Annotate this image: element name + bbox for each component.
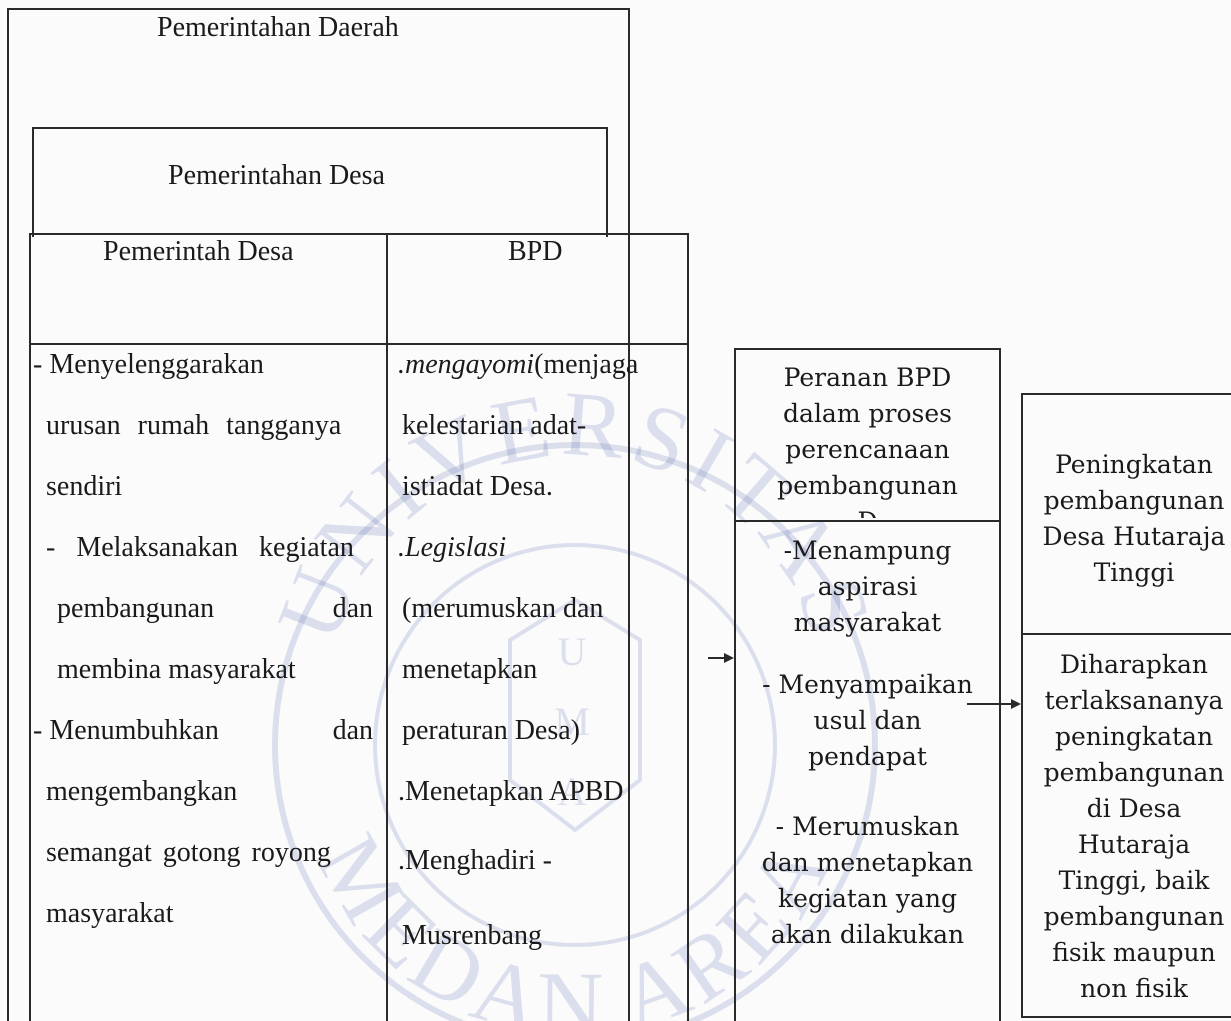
peranan-bpd-title: Peranan BPD dalam proses perencanaan pem… (777, 363, 958, 518)
duty-line: mengembangkan (46, 776, 238, 807)
bpd-line: peraturan Desa) (402, 715, 581, 746)
peranan-bpd-items: -Menampung aspirasi masyarakat - Menyamp… (736, 533, 999, 953)
bpd-line: .Menghadiri - (398, 845, 552, 876)
bpd-line: .Menetapkan APBD (398, 776, 624, 807)
pemerintah-desa-duties: - Menyelenggarakan urusan rumah tanggany… (31, 334, 373, 944)
bpd-line: (merumuskan dan (402, 593, 604, 624)
duty-line: sendiri (46, 471, 123, 502)
role-table (29, 233, 689, 1021)
bpd-line: Musrenbang (402, 920, 542, 951)
arrow-right-icon (967, 699, 1021, 709)
bpd-duties: .mengayomi(menjaga kelestarian adat- ist… (398, 334, 688, 966)
table-header-divider (29, 343, 689, 345)
header-bpd: BPD (508, 236, 563, 267)
peningkatan-body: Diharapkan terlaksananya peningkatan pem… (1043, 650, 1225, 1003)
pemerintahan-desa-box (32, 127, 608, 237)
duty-line: masyarakat (46, 898, 174, 929)
peningkatan-box (1021, 393, 1231, 1018)
duty-line: - Melaksanakan kegiatan (46, 532, 354, 563)
arrow-right-icon (708, 653, 734, 663)
peranan-item: - Menyampaikan usul dan pendapat (762, 670, 973, 771)
bpd-line: menetapkan (402, 654, 538, 685)
bpd-line: .mengayomi(menjaga (398, 349, 639, 380)
peningkatan-divider (1021, 633, 1231, 635)
peranan-bpd-box (734, 348, 1001, 1021)
bpd-line: .Legislasi (398, 532, 507, 563)
duty-line: semangat gotong royong (46, 837, 331, 868)
pemerintahan-desa-title: Pemerintahan Desa (168, 160, 385, 191)
bpd-line: istiadat Desa. (402, 471, 553, 502)
pemerintahan-daerah-title: Pemerintahan Daerah (157, 12, 399, 43)
header-pemerintah-desa: Pemerintah Desa (103, 236, 294, 267)
peranan-item: - Merumuskan dan menetapkan kegiatan yan… (761, 812, 974, 949)
peranan-item: -Menampung aspirasi masyarakat (783, 536, 952, 637)
duty-line: - Menyelenggarakan (33, 349, 264, 380)
pemerintahan-daerah-box (7, 8, 630, 1021)
duty-line: membina masyarakat (57, 654, 296, 685)
table-column-divider (386, 233, 388, 1021)
bpd-line: kelestarian adat- (402, 410, 587, 441)
peningkatan-title: Peningkatan pembangunan Desa Hutaraja Ti… (1042, 450, 1226, 587)
duty-line: urusan rumah tangganya (46, 410, 342, 441)
peranan-bpd-divider (734, 520, 1001, 522)
